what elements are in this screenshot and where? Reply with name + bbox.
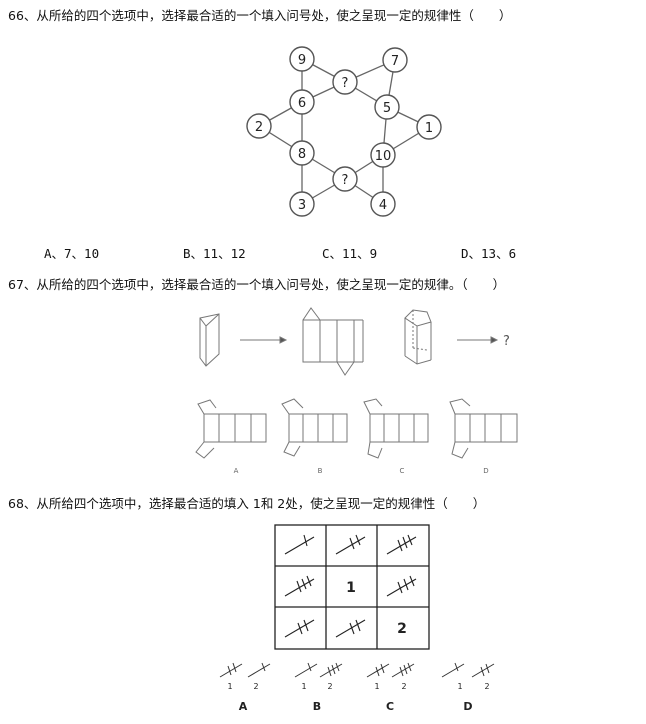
q66-option-b[interactable]: B、11、12	[183, 246, 246, 261]
q68-grid-label-2: 2	[397, 621, 407, 637]
q68-grid-label-1: 1	[346, 580, 356, 596]
node-label: 8	[298, 147, 306, 162]
question-68-text: 68、从所给四个选项中，选择最合适的填入 1和 2处，使之呈现一定的规律性（ ）	[8, 496, 486, 511]
node-label: 7	[391, 54, 399, 69]
q66-number-graph: 9 ? 7 6 5 2 1 8 10 ? 3 4	[246, 46, 442, 217]
q68-sub-label: 2	[253, 682, 258, 691]
q67-label-c: C	[400, 467, 405, 475]
q66-option-d[interactable]: D、13、6	[461, 246, 517, 261]
node-label: ?	[342, 173, 349, 188]
node-label: ?	[342, 76, 349, 91]
node-label: 3	[298, 198, 306, 213]
q67-stem-figure: ?	[199, 307, 510, 376]
q67-options-figure: A B C D	[195, 398, 518, 475]
q68-sub-label: 2	[484, 682, 489, 691]
q68-sub-label: 2	[401, 682, 406, 691]
q66-option-c[interactable]: C、11、9	[322, 246, 378, 261]
q68-option-d[interactable]: D	[463, 700, 472, 713]
node-label: 9	[298, 53, 306, 68]
q67-label-b: B	[318, 467, 323, 475]
q68-option-c[interactable]: C	[386, 700, 394, 713]
q68-grid-figure: 1 2	[274, 524, 430, 650]
q67-label-d: D	[483, 467, 488, 475]
q67-question-mark: ?	[503, 334, 510, 349]
node-label: 6	[298, 96, 306, 111]
q68-sub-label: 2	[327, 682, 332, 691]
q68-sub-label: 1	[374, 682, 379, 691]
q68-sub-label: 1	[457, 682, 462, 691]
q67-label-a: A	[234, 467, 239, 475]
node-label: 1	[425, 121, 433, 136]
q68-option-a[interactable]: A	[239, 700, 248, 713]
q68-option-b[interactable]: B	[313, 700, 321, 713]
node-label: 4	[379, 198, 387, 213]
q68-sub-label: 1	[227, 682, 232, 691]
node-label: 5	[383, 101, 391, 116]
node-label: 2	[255, 120, 263, 135]
node-label: 10	[375, 149, 392, 164]
q66-option-a[interactable]: A、7、10	[44, 246, 100, 261]
q68-options-figure: 1 2 1 2 1 2 1 2 A B C D	[219, 662, 495, 713]
question-66-text: 66、从所给的四个选项中，选择最合适的一个填入问号处，使之呈现一定的规律性（ ）	[8, 8, 512, 23]
q68-sub-label: 1	[301, 682, 306, 691]
question-67-text: 67、从所给的四个选项中，选择最合适的一个填入问号处，使之呈现一定的规律。（ ）	[8, 277, 506, 292]
